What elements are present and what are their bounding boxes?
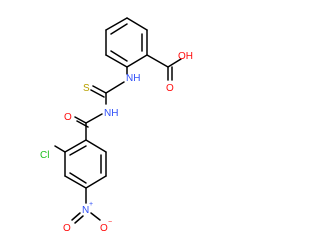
thiourea-linker: NH S NH — [83, 66, 140, 124]
upper-nh-label: NH — [126, 73, 140, 84]
chloronitrophenyl-ring — [64, 139, 107, 189]
nitro-nitrogen-label: N — [82, 205, 89, 216]
amide-oxygen-label: O — [64, 112, 72, 123]
nitro-oxygen-right-label: O — [100, 223, 108, 234]
thione-sulfur-label: S — [83, 83, 90, 94]
chloro-substituent: Cl — [40, 145, 66, 161]
nitro-plus-charge: + — [89, 201, 93, 208]
carboxyl-oxygen-label: O — [166, 83, 174, 94]
molecule-canvas: OH O NH S NH O Cl — [40, 17, 193, 234]
benzoic-ring — [105, 17, 148, 68]
carboxylic-acid-group: OH O — [146, 51, 193, 94]
chlorine-label: Cl — [40, 150, 49, 161]
hydroxyl-label: OH — [178, 51, 193, 62]
nitro-oxygen-left-label: O — [63, 223, 71, 234]
nitro-group: N + O O − — [63, 187, 112, 234]
amide-carbonyl: O — [64, 112, 89, 141]
lower-nh-label: NH — [104, 108, 118, 119]
molecule-structure: OH O NH S NH O Cl — [40, 17, 193, 234]
nitro-minus-charge: − — [108, 219, 112, 226]
